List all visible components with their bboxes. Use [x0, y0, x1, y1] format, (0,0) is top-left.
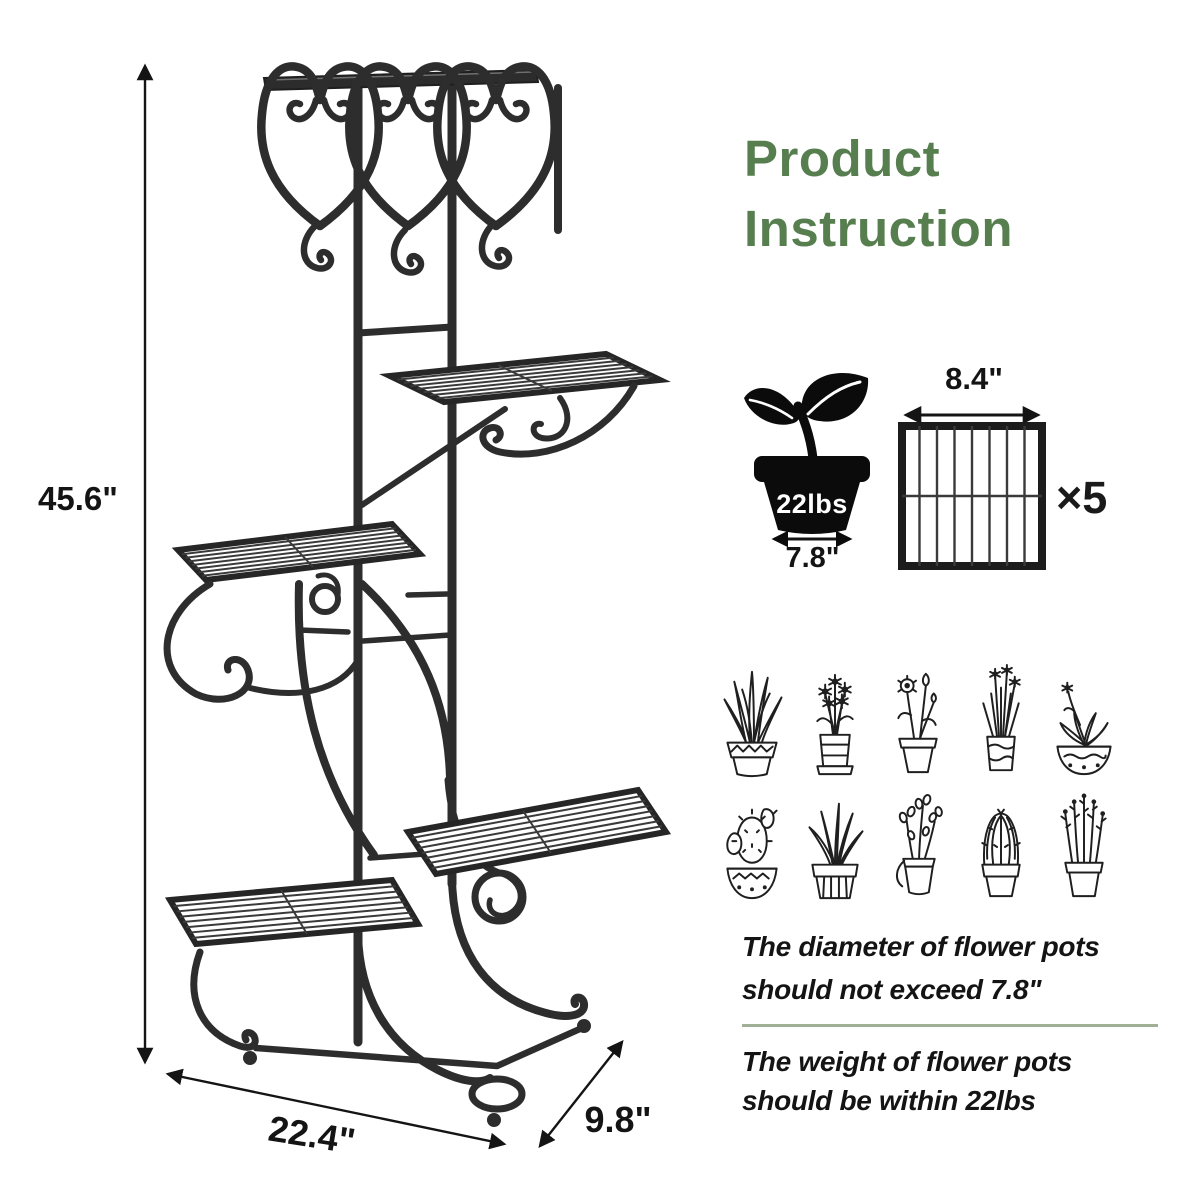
stand-legs [190, 580, 591, 1127]
tall-flower-pot-icon [961, 664, 1041, 782]
plant-stand-illustration: 45.6" [38, 62, 700, 1162]
depth-label: 9.8" [584, 1099, 651, 1140]
weight-note-line1: The weight of flower pots [742, 1046, 1073, 1077]
daisy-pot-icon [795, 664, 875, 782]
width-label: 22.4" [266, 1108, 358, 1162]
diameter-note-line2: should not exceed 7.8" [742, 974, 1042, 1005]
pot-diameter-label: 7.8" [785, 542, 840, 574]
snake-plant-icon [712, 664, 792, 782]
wildflower-pot-icon [878, 664, 958, 782]
shelf-count-label: ×5 [1056, 472, 1108, 523]
sprout-icon [744, 372, 869, 473]
pot-silhouette [754, 456, 870, 534]
depth-dimension: 9.8" [538, 1040, 652, 1148]
shelf-width-label: 8.4" [945, 361, 1003, 396]
diameter-note-line1: The diameter of flower pots [742, 931, 1100, 962]
notes-divider [742, 1024, 1158, 1027]
jade-bucket-icon [878, 788, 958, 906]
flower-pot-examples [710, 664, 1128, 912]
shelf-grid-icon [898, 406, 1046, 570]
page-title-line2: Instruction [744, 200, 1013, 257]
succulent-bowl-icon [1044, 664, 1124, 782]
height-label: 45.6" [38, 480, 118, 517]
heart-scrollwork [257, 62, 559, 276]
weight-note-line2: should be within 22lbs [742, 1085, 1036, 1116]
page-title: Product Instruction [744, 124, 1013, 264]
shelf-tier-3 [163, 524, 420, 703]
page-title-line1: Product [744, 130, 941, 187]
herb-pot-icon [1044, 788, 1124, 906]
pot-weight-label: 22lbs [776, 489, 848, 519]
width-dimension: 22.4" [165, 1068, 507, 1162]
barrel-cactus-icon [961, 788, 1041, 906]
height-dimension: 45.6" [38, 63, 154, 1065]
plant-pot-weight-icon [744, 372, 870, 548]
shelf-tier-4 [408, 790, 666, 874]
shelf-tier-5 [170, 880, 418, 944]
prickly-pear-cactus-icon [712, 788, 792, 906]
shelf-tier-2 [390, 354, 660, 458]
aloe-barrel-icon [795, 788, 875, 906]
